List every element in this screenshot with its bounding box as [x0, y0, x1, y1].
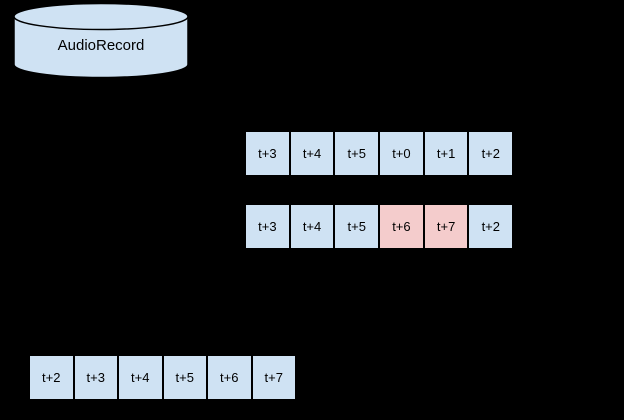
- buffer-cell: t+2: [468, 204, 514, 249]
- cylinder-body: [13, 15, 189, 79]
- buffer-cell: t+3: [245, 131, 290, 176]
- buffer-cell: t+6: [207, 355, 252, 400]
- buffer-cell: t+5: [334, 204, 380, 249]
- buffer-cell: t+4: [289, 131, 335, 176]
- buffer-cell: t+5: [334, 131, 380, 176]
- buffer-row-top: t+3 t+4 t+5 t+0 t+1 t+2: [245, 131, 514, 176]
- buffer-cell: t+5: [162, 355, 207, 400]
- buffer-cell: t+7: [251, 355, 296, 400]
- buffer-cell: t+4: [118, 355, 163, 400]
- cylinder-top: [13, 2, 189, 31]
- buffer-cell: t+3: [245, 204, 290, 249]
- buffer-cell: t+2: [468, 131, 514, 176]
- buffer-cell-highlighted: t+6: [379, 204, 424, 249]
- audiorecord-cylinder: AudioRecord: [13, 2, 189, 79]
- buffer-row-bottom: t+2 t+3 t+4 t+5 t+6 t+7: [29, 355, 296, 400]
- buffer-row-middle: t+3 t+4 t+5 t+6 t+7 t+2: [245, 204, 514, 249]
- buffer-cell: t+4: [289, 204, 335, 249]
- buffer-cell: t+3: [73, 355, 118, 400]
- buffer-cell-highlighted: t+7: [423, 204, 469, 249]
- buffer-cell: t+0: [379, 131, 424, 176]
- buffer-cell: t+1: [423, 131, 469, 176]
- buffer-cell: t+2: [29, 355, 74, 400]
- cylinder-shape-icon: [13, 2, 189, 79]
- cylinder-label: AudioRecord: [57, 37, 145, 54]
